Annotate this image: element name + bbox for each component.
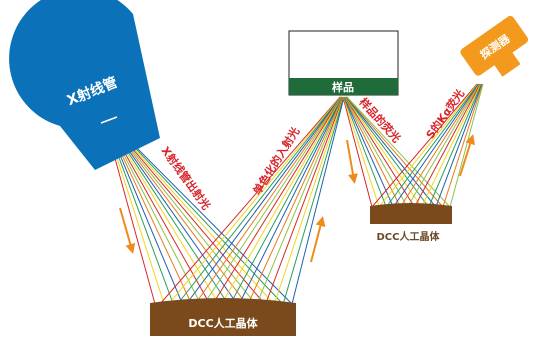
fluorescence-ray: [345, 96, 437, 208]
monochromatic-ray: [212, 96, 343, 305]
incident-ray: [108, 121, 247, 305]
crystal-2-body: [370, 203, 452, 224]
monochromatic-ray: [194, 96, 342, 305]
sample-label: 样品: [332, 80, 354, 94]
monochromatic-ray: [273, 96, 344, 305]
sample-label-band: [289, 78, 398, 95]
detector-neck: [493, 50, 521, 77]
k-alpha-ray: [435, 83, 483, 208]
detector-head: [460, 15, 529, 76]
k-alpha-ray: [392, 83, 480, 208]
fluorescence-ray: [346, 96, 451, 208]
k-alpha-ray: [371, 83, 478, 208]
arrow-crystal1-up: [310, 216, 326, 263]
crystal-1-body: [150, 298, 296, 336]
k-alpha-ray: [428, 83, 482, 208]
monochromatic-ray: [168, 96, 341, 305]
monochromatic-ray: [159, 96, 341, 305]
k-alpha-ray: [385, 83, 479, 208]
fluorescence-ray: [343, 96, 394, 208]
crystal-1-label: DCC人工晶体: [188, 316, 258, 330]
crystal-2: DCC人工晶体: [370, 203, 452, 243]
k-alpha-ray: [399, 83, 480, 208]
annotation-monochromatic-incident: 单色化的入射光: [250, 125, 303, 198]
crystal-1: DCC人工晶体: [150, 298, 296, 336]
sample-to-crystal-rays: [342, 96, 451, 208]
fluorescence-ray: [343, 96, 387, 208]
xray-tube: X射线管: [9, 0, 160, 170]
monochromatic-ray: [256, 96, 344, 305]
k-alpha-ray: [442, 83, 483, 208]
fluorescence-ray: [346, 96, 444, 208]
detector: 探测器: [460, 15, 529, 77]
xray-tube-body: [9, 0, 160, 170]
k-alpha-ray: [407, 83, 481, 208]
k-alpha-ray: [449, 83, 484, 208]
monochromatic-ray: [177, 96, 341, 305]
monochromatic-ray: [221, 96, 343, 305]
monochromatic-ray: [265, 96, 344, 305]
monochromatic-ray: [282, 96, 345, 305]
monochromatic-ray: [185, 96, 342, 305]
monochromatic-ray: [203, 96, 342, 305]
sample-box: 样品: [288, 30, 399, 96]
k-alpha-ray: [421, 83, 482, 208]
monochromatic-ray: [291, 96, 345, 305]
fluorescence-ray: [342, 96, 380, 208]
fluorescence-ray: [345, 96, 423, 208]
xray-tube-window: [100, 116, 118, 124]
fluorescence-ray: [345, 96, 430, 208]
arrow-sample-down: [346, 139, 358, 184]
arrow-crystal2-up: [459, 134, 475, 177]
direction-arrows: [119, 134, 475, 263]
fluorescence-ray: [344, 96, 408, 208]
monochromatic-ray: [247, 96, 344, 305]
fluorescence-ray: [344, 96, 415, 208]
fluorescence-ray: [342, 96, 373, 208]
monochromatic-ray: [238, 96, 343, 305]
crystal-to-sample-rays: [159, 96, 345, 305]
k-alpha-ray: [414, 83, 481, 208]
k-alpha-ray: [378, 83, 478, 208]
arrow-tube-down: [119, 207, 136, 254]
fluorescence-ray: [344, 96, 401, 208]
monochromatic-ray: [229, 96, 343, 305]
crystal-to-detector-rays: [371, 83, 484, 208]
crystal-2-label: DCC人工晶体: [377, 230, 441, 243]
